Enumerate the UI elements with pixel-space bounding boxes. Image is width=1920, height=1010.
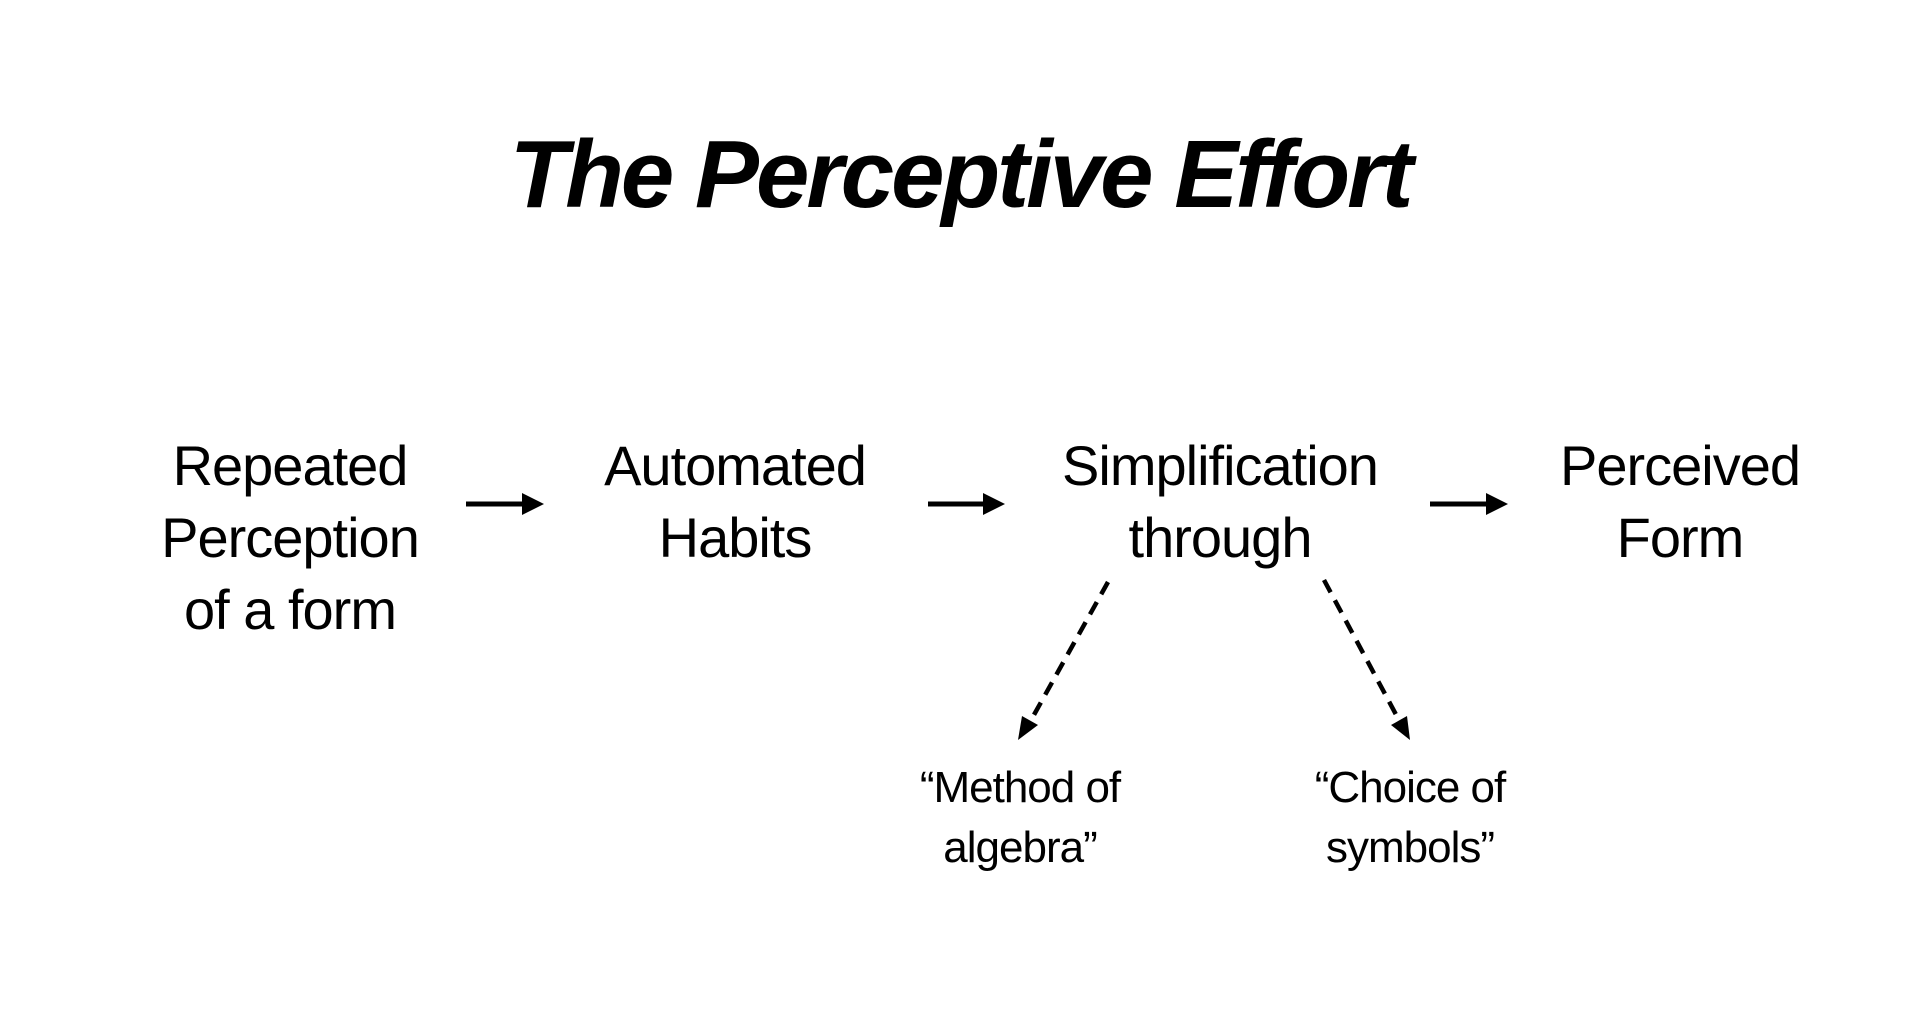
node-automated-habits: Automated Habits (604, 434, 867, 569)
node-perceived-form: Perceived Form (1559, 434, 1801, 569)
dashed-arrow-to-choice-of-symbols (1322, 578, 1410, 740)
diagram-title: The Perceptive Effort (509, 121, 1414, 228)
sub-node-choice-of-symbols: “Choice of symbols” (1314, 763, 1507, 872)
node-repeated-perception: Repeated Perception of a form (161, 434, 420, 641)
arrow-automated-to-simplification (928, 493, 1005, 515)
arrow-repeated-to-automated (466, 493, 544, 515)
dashed-arrow-to-method-of-algebra (1018, 580, 1110, 740)
sub-node-method-of-algebra: “Method of algebra” (919, 763, 1121, 872)
arrow-simplification-to-perceived (1430, 493, 1508, 515)
node-simplification-through: Simplification through (1062, 434, 1379, 569)
